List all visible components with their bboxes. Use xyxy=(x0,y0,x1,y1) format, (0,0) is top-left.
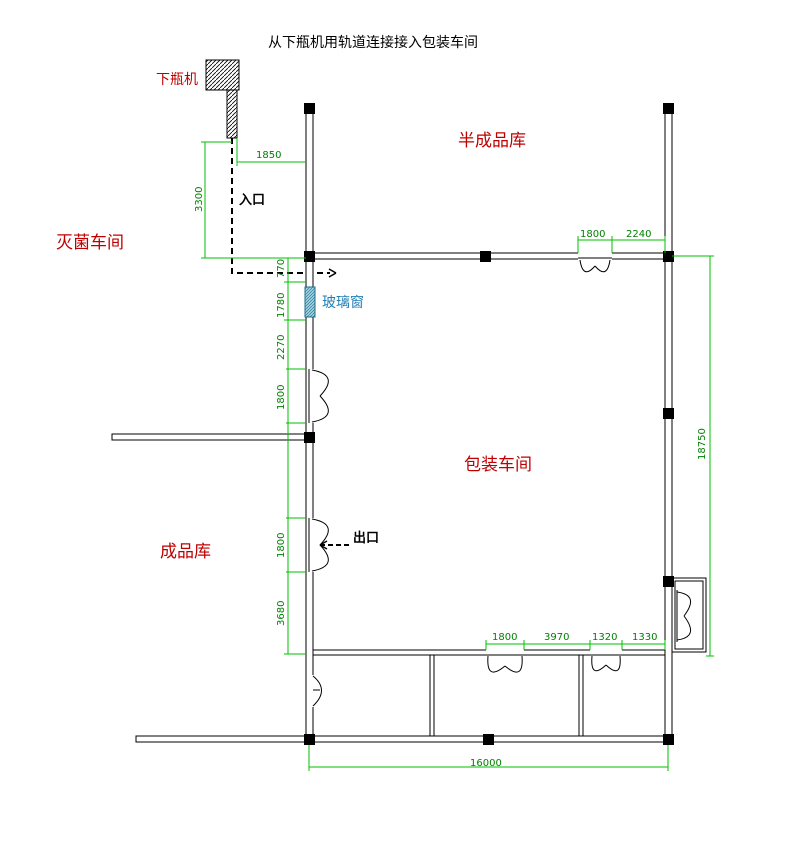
dim-1330: 1330 xyxy=(632,632,657,643)
machine-label: 下瓶机 xyxy=(156,72,198,88)
door-bottom-2 xyxy=(590,649,622,672)
room-packaging: 包装车间 xyxy=(464,455,532,475)
glass-window-label: 玻璃窗 xyxy=(322,294,364,311)
page-title: 从下瓶机用轨道连接接入包装车间 xyxy=(268,34,478,51)
door-right xyxy=(676,590,692,642)
dim-2270: 2270 xyxy=(276,335,287,360)
door-left-bottom xyxy=(308,675,322,707)
door-left-exit xyxy=(308,518,329,572)
dim-3300: 3300 xyxy=(194,187,205,212)
door-left-upper xyxy=(308,369,329,423)
dim-1800-left-lower: 1800 xyxy=(276,533,287,558)
exit-arrow xyxy=(319,540,350,550)
columns xyxy=(304,103,674,745)
dim-18750: 18750 xyxy=(697,428,708,460)
dim-3680: 3680 xyxy=(276,601,287,626)
bottle-unloader-machine xyxy=(205,59,240,139)
dim-1800-left-upper: 1800 xyxy=(276,385,287,410)
dim-16000: 16000 xyxy=(470,758,502,769)
door-top xyxy=(578,252,612,273)
rail-path xyxy=(231,138,337,278)
dim-1800-top: 1800 xyxy=(580,229,605,240)
glass-window xyxy=(304,286,316,318)
dimension-lines xyxy=(201,138,714,771)
entrance-label: 入口 xyxy=(239,193,265,208)
dim-1780: 1780 xyxy=(276,293,287,318)
dim-1850: 1850 xyxy=(256,150,281,161)
room-semi-finished: 半成品库 xyxy=(458,131,526,151)
room-finished: 成品库 xyxy=(160,542,211,562)
dim-3970: 3970 xyxy=(544,632,569,643)
door-bottom-1 xyxy=(486,649,524,673)
dim-770: 770 xyxy=(276,259,287,278)
room-sterilization: 灭菌车间 xyxy=(56,233,124,253)
exit-label: 出口 xyxy=(353,530,379,546)
dim-1800-bottom: 1800 xyxy=(492,632,517,643)
dim-1320: 1320 xyxy=(592,632,617,643)
dim-2240: 2240 xyxy=(626,229,651,240)
